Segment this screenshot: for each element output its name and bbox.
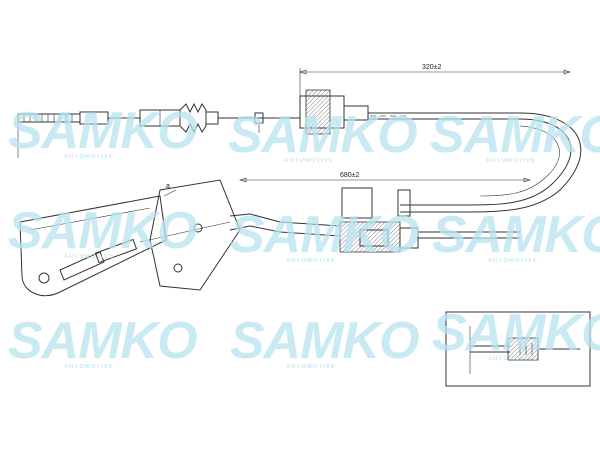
watermark-brand: SAMKO xyxy=(430,106,600,164)
watermark-tagline: AUTOMOTIVE xyxy=(286,258,336,264)
watermark-tagline: AUTOMOTIVE xyxy=(64,154,114,160)
watermark-tagline: AUTOMOTIVE xyxy=(284,158,334,164)
lower-length-label: 680±2 xyxy=(340,172,360,179)
watermark-tagline: AUTOMOTIVE xyxy=(488,356,538,362)
dimension-lower: 680±2 xyxy=(239,172,531,183)
watermark-tagline: AUTOMOTIVE xyxy=(286,364,336,370)
watermark-tagline: AUTOMOTIVE xyxy=(64,364,114,370)
clutch-lever xyxy=(19,195,231,297)
watermark-brand: SAMKO xyxy=(228,106,417,164)
watermark-brand: SAMKO xyxy=(230,206,419,264)
watermark-brand: SAMKO xyxy=(8,202,197,260)
watermark-brand: SAMKO xyxy=(432,206,600,264)
svg-text:a: a xyxy=(166,183,170,190)
lower-housing-assembly xyxy=(229,187,520,253)
watermark-tagline: AUTOMOTIVE xyxy=(64,254,114,260)
watermark-tagline: AUTOMOTIVE xyxy=(488,258,538,264)
watermark-brand: SAMKO xyxy=(230,312,419,370)
watermark-tagline: AUTOMOTIVE xyxy=(486,158,536,164)
top-cable-assembly xyxy=(17,89,520,158)
u-bend-cable xyxy=(400,112,582,213)
brand-watermarks: SAMKO AUTOMOTIVE SAMKO AUTOMOTIVE SAMKO … xyxy=(8,102,600,370)
watermark-brand: SAMKO xyxy=(432,304,600,362)
watermark-brand: SAMKO xyxy=(8,312,197,370)
watermark-brand: SAMKO xyxy=(8,102,197,160)
dimension-upper: 320±2 xyxy=(299,64,571,96)
detail-inset xyxy=(445,311,591,387)
upper-length-label: 320±2 xyxy=(422,64,442,71)
